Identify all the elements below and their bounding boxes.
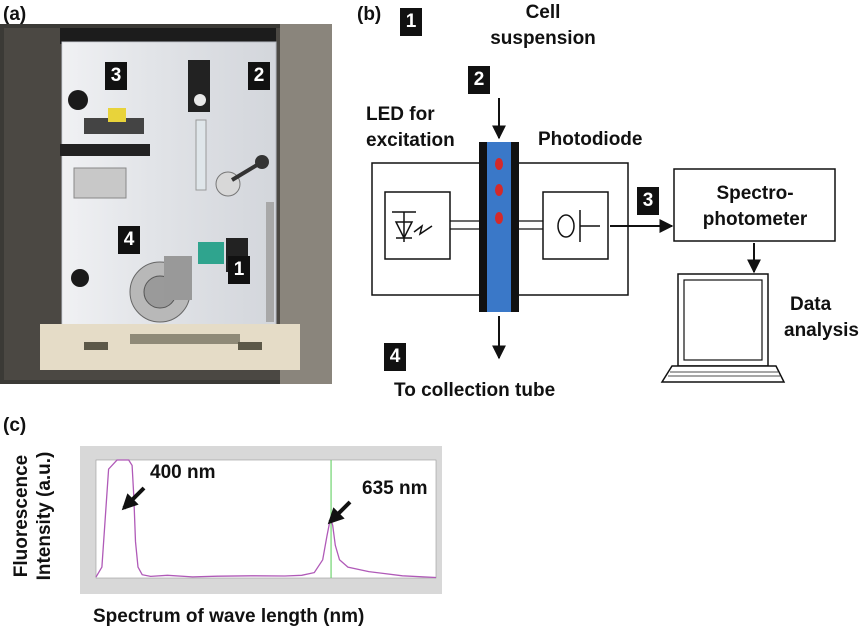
panel-c-label: (c) xyxy=(3,415,27,436)
led-label: LED for excitation xyxy=(366,104,455,151)
photodiode-label: Photodiode xyxy=(538,129,643,150)
led-box xyxy=(384,191,451,260)
photo-marker-4: 4 xyxy=(118,226,140,254)
step-4-badge: 4 xyxy=(384,343,406,371)
step-2-badge: 2 xyxy=(468,66,490,94)
collection-tube-label: To collection tube xyxy=(394,380,556,401)
peak-2-arrow xyxy=(327,500,352,525)
spectrum-chart xyxy=(80,446,442,594)
cell-suspension-label: Cell suspension xyxy=(490,2,596,49)
y-axis-label: Fluorescence Intensity (a.u.) xyxy=(11,451,55,581)
peak-1-arrow xyxy=(121,486,146,511)
photo-marker-3: 3 xyxy=(105,62,127,90)
photodiode-icon xyxy=(557,210,600,242)
plot-area xyxy=(95,459,437,579)
cell-3 xyxy=(495,212,503,224)
peak-1-label: 400 nm xyxy=(150,462,216,483)
device-photo xyxy=(0,24,332,384)
peak-2-label: 635 nm xyxy=(362,478,428,499)
laptop-icon xyxy=(660,273,786,383)
spectrophotometer-label: Spectro- photometer xyxy=(702,183,808,230)
data-analysis-label: Data analysis xyxy=(784,294,859,341)
spectro-box xyxy=(673,168,836,242)
cell-1 xyxy=(495,158,503,170)
peak-arrows xyxy=(121,486,352,525)
photo-marker-2: 2 xyxy=(248,62,270,90)
cell-2 xyxy=(495,184,503,196)
panel-b-label: (b) xyxy=(357,4,382,25)
schematic-diagram xyxy=(371,98,836,383)
spectrum-series-line xyxy=(95,459,437,579)
led-icon xyxy=(392,211,433,242)
x-axis-label: Spectrum of wave length (nm) xyxy=(93,606,365,627)
photo-marker-1: 1 xyxy=(228,256,250,284)
panel-a-label: (a) xyxy=(3,4,27,25)
step-3-badge: 3 xyxy=(637,187,659,215)
step-1-badge: 1 xyxy=(400,8,422,36)
